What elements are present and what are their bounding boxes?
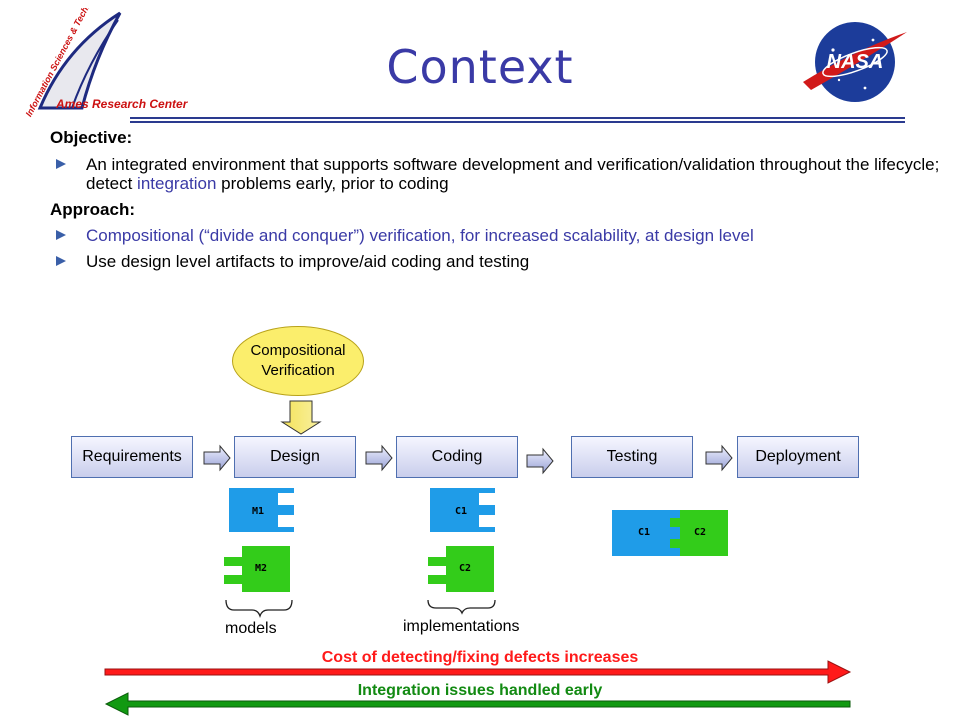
bullet-triangle-icon bbox=[56, 256, 66, 266]
objective-text-after: problems early, prior to coding bbox=[216, 174, 449, 193]
oval-line-1: Compositional bbox=[250, 342, 346, 359]
cost-increase-arrow bbox=[104, 660, 852, 684]
models-brace bbox=[225, 599, 293, 619]
combined-component-c1 bbox=[612, 510, 686, 556]
c2-label: C2 bbox=[459, 563, 472, 574]
approach-bullet-2: Use design level artifacts to improve/ai… bbox=[56, 252, 946, 271]
logo-center-text: Ames Research Center bbox=[55, 97, 189, 111]
component-c1 bbox=[430, 488, 495, 532]
header-rule-2 bbox=[130, 121, 905, 123]
approach-bullet-1-text: Compositional (“divide and conquer”) ver… bbox=[86, 226, 754, 245]
objective-text-before: An integrated environment that supports … bbox=[86, 155, 940, 193]
stage-testing: Testing bbox=[571, 436, 693, 478]
header-rule bbox=[130, 117, 905, 119]
nasa-logo: NASA bbox=[803, 22, 907, 102]
approach-bullet-2-text: Use design level artifacts to improve/ai… bbox=[86, 252, 530, 271]
approach-bullet-1: Compositional (“divide and conquer”) ver… bbox=[56, 226, 946, 245]
stage-requirements: Requirements bbox=[71, 436, 193, 478]
component-m1 bbox=[229, 488, 294, 532]
objective-highlight: integration bbox=[137, 174, 217, 193]
stage-deployment: Deployment bbox=[737, 436, 859, 478]
component-c2 bbox=[428, 546, 494, 592]
combined-c1-label: C1 bbox=[638, 527, 651, 538]
bullet-triangle-icon bbox=[56, 230, 66, 240]
nasa-logo-text: NASA bbox=[827, 51, 884, 73]
bullet-triangle-icon bbox=[56, 159, 66, 169]
integration-banner: Integration issues handled early bbox=[357, 682, 603, 699]
objective-heading: Objective: bbox=[50, 128, 133, 147]
combined-c2-label: C2 bbox=[694, 527, 707, 538]
implementations-label: implementations bbox=[403, 618, 520, 635]
ames-research-center-logo: Information Sciences & Technology Ames R… bbox=[24, 8, 189, 118]
stage-design: Design bbox=[234, 436, 356, 478]
cost-banner: Cost of detecting/fixing defects increas… bbox=[321, 649, 639, 666]
approach-heading: Approach: bbox=[50, 200, 135, 219]
combined-component-c2 bbox=[670, 510, 728, 556]
m1-label: M1 bbox=[252, 506, 265, 517]
page-title: Context bbox=[386, 40, 574, 94]
down-arrow-icon bbox=[280, 400, 322, 435]
flow-arrow-icon bbox=[705, 444, 733, 472]
integration-early-arrow bbox=[104, 692, 851, 716]
stage-coding: Coding bbox=[396, 436, 518, 478]
m2-label: M2 bbox=[255, 563, 268, 574]
component-m2 bbox=[224, 546, 290, 592]
flow-arrow-icon bbox=[365, 444, 393, 472]
c1-label: C1 bbox=[455, 506, 468, 517]
objective-bullet: An integrated environment that supports … bbox=[56, 155, 946, 193]
models-label: models bbox=[225, 620, 277, 637]
implementations-brace bbox=[427, 599, 496, 615]
compositional-verification-oval: Compositional Verification bbox=[232, 326, 364, 396]
flow-arrow-icon bbox=[203, 444, 231, 472]
flow-arrow-icon bbox=[526, 447, 554, 475]
oval-line-2: Verification bbox=[261, 362, 335, 379]
